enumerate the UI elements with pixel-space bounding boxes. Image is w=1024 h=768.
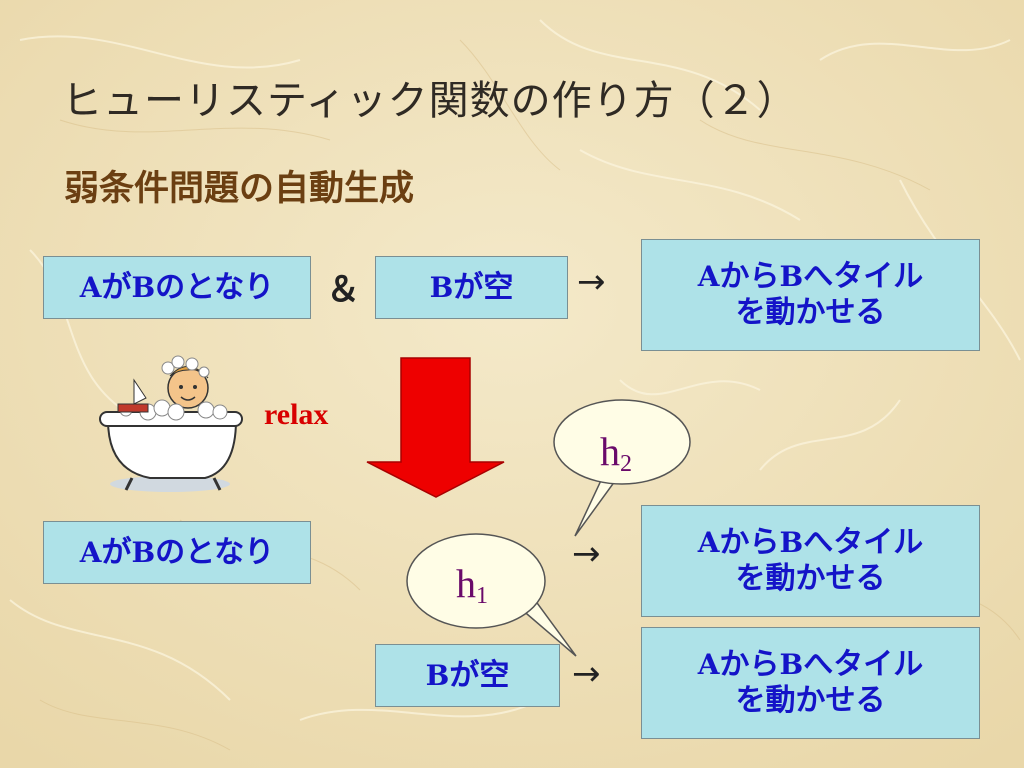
action-latin-a: A <box>697 260 720 293</box>
h2-label: h2 <box>600 429 632 477</box>
slide-subtitle: 弱条件問題の自動生成 <box>64 169 415 209</box>
cond-ga: が <box>101 534 132 570</box>
action-line2: を動かせる <box>735 295 886 330</box>
action-he-tile: へタイル <box>803 525 924 560</box>
cond-latin-b: B <box>131 535 156 569</box>
ampersand: ＆ <box>326 270 360 310</box>
action-latin-b: B <box>779 648 804 681</box>
implies-arrow-top: → <box>577 262 606 302</box>
h1-label: h1 <box>456 561 488 609</box>
cond-latin-b: B <box>429 270 454 304</box>
action-latin-b: B <box>779 526 804 559</box>
cond-tonari: のとなり <box>155 534 275 570</box>
action-line2: を動かせる <box>735 683 886 718</box>
action-move-tile-box-top: AからBへタイル を動かせる <box>641 239 980 351</box>
implies-arrow-middle: → <box>572 534 601 574</box>
condition-a-adjacent-b-box: AがBのとなり <box>43 256 311 319</box>
cond-ga: が <box>101 269 132 305</box>
cond-latin-a: A <box>79 270 102 304</box>
action-move-tile-box-bottom: AからBへタイル を動かせる <box>641 627 980 739</box>
action-kara: から <box>719 259 780 294</box>
action-he-tile: へタイル <box>803 259 924 294</box>
relaxed-condition-b-empty-box: Bが空 <box>375 644 560 707</box>
cond-latin-a: A <box>79 535 102 569</box>
cond-ga-kara: が空 <box>449 657 510 693</box>
action-latin-a: A <box>697 648 720 681</box>
action-latin-b: B <box>779 260 804 293</box>
action-line2: を動かせる <box>735 561 886 596</box>
relaxed-condition-a-adjacent-b-box: AがBのとなり <box>43 521 311 584</box>
action-latin-a: A <box>697 526 720 559</box>
action-kara: から <box>719 647 780 682</box>
cond-tonari: のとなり <box>155 269 275 305</box>
action-he-tile: へタイル <box>803 647 924 682</box>
implies-arrow-bottom: → <box>572 654 601 694</box>
cond-latin-b: B <box>425 658 450 692</box>
cond-latin-b: B <box>131 270 156 304</box>
slide-title: ヒューリスティック関数の作り方（２） <box>62 78 798 124</box>
action-kara: から <box>719 525 780 560</box>
condition-b-empty-box: Bが空 <box>375 256 568 319</box>
relax-label: relax <box>264 398 329 431</box>
action-move-tile-box-middle: AからBへタイル を動かせる <box>641 505 980 617</box>
cond-ga-kara: が空 <box>453 269 514 305</box>
